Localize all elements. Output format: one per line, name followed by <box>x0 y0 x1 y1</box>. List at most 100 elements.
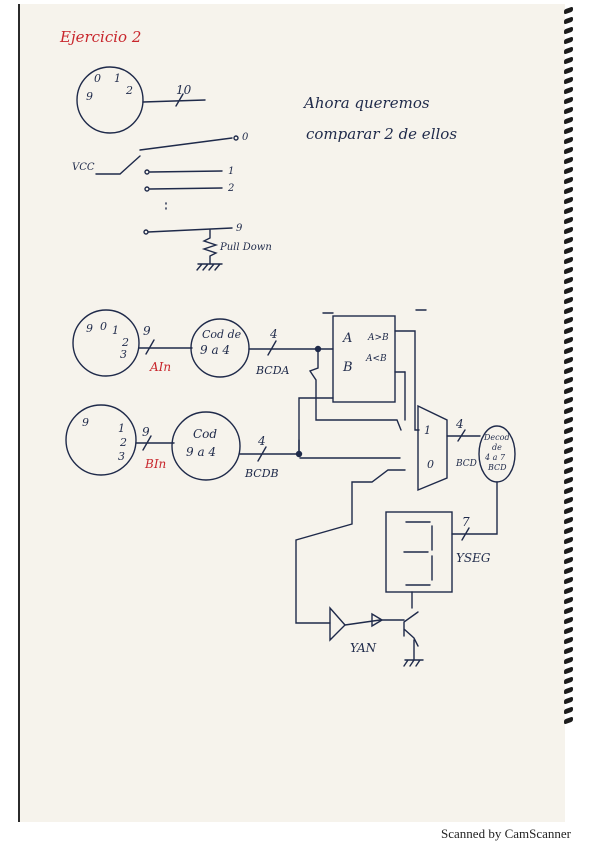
spiral-ring <box>564 46 573 55</box>
spiral-ring <box>564 286 573 295</box>
spiral-ring <box>564 6 573 15</box>
spiral-ring <box>564 276 573 285</box>
spiral-ring <box>564 506 573 515</box>
spiral-ring <box>564 436 573 445</box>
coder-a-line2: 9 a 4 <box>200 343 230 357</box>
spiral-ring <box>564 516 573 525</box>
coder-b <box>171 411 241 481</box>
comparator <box>332 315 396 403</box>
out-label: 2 <box>227 183 234 194</box>
rotary-switch-dial <box>76 66 144 134</box>
spiral-ring <box>564 176 573 185</box>
out-label: 1 <box>228 166 234 177</box>
dial-digit: 0 <box>94 72 101 85</box>
dial-b-digit: 1 <box>118 422 125 435</box>
spiral-ring <box>564 566 573 575</box>
spiral-ring <box>564 76 573 85</box>
spiral-ring <box>564 696 573 705</box>
spiral-ring <box>564 106 573 115</box>
ground-symbol <box>196 263 223 271</box>
spiral-ring <box>564 116 573 125</box>
dial-a-digit: 9 <box>86 322 93 335</box>
decoder-line3: 4 a 7 <box>484 453 506 462</box>
signal-b-label: BIn <box>144 457 166 471</box>
bcd-a-label: BCDA <box>255 364 290 377</box>
spiral-ring <box>564 356 573 365</box>
spiral-ring <box>564 86 573 95</box>
spiral-ring <box>564 556 573 565</box>
vcc-label: VCC <box>72 162 95 173</box>
seg-width: 7 <box>462 515 470 529</box>
switch-output-9 <box>147 227 233 233</box>
mux-out-width: 4 <box>455 417 464 431</box>
decoder-line1: Decod <box>483 433 510 442</box>
spiral-ring <box>564 36 573 45</box>
spiral-ring <box>564 576 573 585</box>
spiral-ring <box>564 396 573 405</box>
inverter-buffer <box>371 612 384 628</box>
anode-transistor <box>403 611 419 647</box>
spiral-ring <box>564 706 573 715</box>
switch-output-2 <box>149 187 223 190</box>
spiral-ring <box>564 596 573 605</box>
segment-bus <box>451 481 498 535</box>
switch-bus-line <box>142 99 206 103</box>
pull-down-label: Pull Down <box>219 242 272 253</box>
switch-output-0 <box>139 137 233 151</box>
coder-b-line2: 9 a 4 <box>186 445 216 459</box>
coder-a <box>190 318 250 378</box>
signal-a-label: AIn <box>149 360 171 374</box>
spiral-ring <box>564 626 573 635</box>
comparator-input-b: B <box>342 360 353 375</box>
spiral-ring <box>564 476 573 485</box>
dial-digit: 1 <box>114 72 121 85</box>
spiral-ring <box>564 346 573 355</box>
spiral-ring <box>564 26 573 35</box>
dial-b-digit: 3 <box>118 450 125 463</box>
spiral-ring <box>564 66 573 75</box>
comparator-agb-wire <box>394 330 420 431</box>
select-wire <box>295 469 406 624</box>
spiral-ring <box>564 496 573 505</box>
spiral-ring <box>564 296 573 305</box>
mux-out-label: BCD <box>455 459 477 469</box>
spiral-ring <box>564 606 573 615</box>
spiral-ring <box>564 96 573 105</box>
bus-b-width: 9 <box>142 425 150 439</box>
spiral-ring <box>564 336 573 345</box>
spiral-ring <box>564 246 573 255</box>
spiral-ring <box>564 416 573 425</box>
decoder-line4: BCD <box>487 463 507 472</box>
spiral-ring <box>564 526 573 535</box>
bus-a-width: 9 <box>143 324 151 338</box>
notebook-paper <box>18 4 565 822</box>
spiral-ring <box>564 156 573 165</box>
bcd-b-label: BCDB <box>244 467 279 480</box>
comparator-input-a: A <box>342 331 352 346</box>
out-label: 0 <box>242 132 249 143</box>
out-label: 9 <box>236 223 243 234</box>
spiral-ring <box>564 226 573 235</box>
spiral-ring <box>564 306 573 315</box>
segment-digit <box>403 521 433 586</box>
spiral-ring <box>564 376 573 385</box>
dial-b <box>65 404 137 476</box>
multiplexer <box>417 404 448 492</box>
dial-a-digit: 3 <box>120 348 127 361</box>
spiral-ring <box>564 666 573 675</box>
spiral-ring <box>564 16 573 25</box>
spiral-ring <box>564 56 573 65</box>
spiral-ring <box>564 136 573 145</box>
note-line-2: comparar 2 de ellos <box>306 125 458 143</box>
dial-a-digit: 0 <box>100 320 107 333</box>
spiral-ring <box>564 456 573 465</box>
coder-b-line1: Cod <box>193 427 217 441</box>
spiral-ring <box>564 126 573 135</box>
mux-input-1-wire <box>308 348 402 431</box>
dial-b-digit: 9 <box>82 416 89 429</box>
exercise-title: Ejercicio 2 <box>60 28 142 46</box>
spiral-ring <box>564 316 573 325</box>
spiral-ring <box>564 146 573 155</box>
comparator-output-agb: A>B <box>367 333 389 343</box>
